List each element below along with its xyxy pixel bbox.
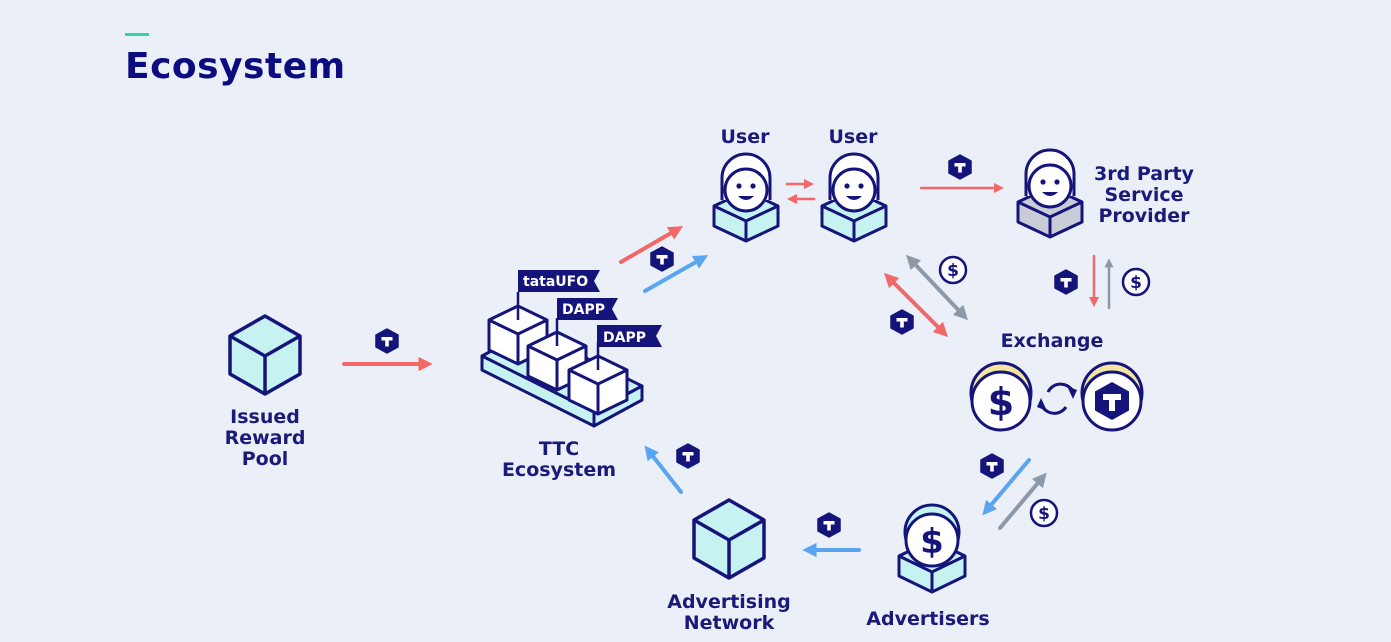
- dollar-coin-icon: [1121, 267, 1151, 297]
- flow-network-to-ecosystem: [644, 443, 700, 494]
- flag-label-tataufo: tataUFO: [523, 274, 588, 290]
- ad-network-label-1: Advertising: [667, 591, 791, 613]
- provider-label-2: Service: [1105, 184, 1184, 206]
- ecosystem-label-2: Ecosystem: [502, 459, 616, 481]
- flow-user-to-provider: [919, 154, 1004, 193]
- svg-text:$: $: [988, 380, 1014, 424]
- user-avatar-icon: [1016, 148, 1084, 239]
- ad-network-label-2: Network: [684, 612, 775, 634]
- reward-pool-label-1: Issued: [230, 406, 300, 428]
- fiat-double-arrow: [906, 254, 968, 321]
- flag-dapp-2: [597, 325, 662, 347]
- provider-label-3: Provider: [1098, 205, 1190, 227]
- node-ttc-ecosystem: tataUFO DAPP DAPP TTC Ecosystem: [480, 270, 662, 481]
- ttc-token-icon: [676, 443, 700, 469]
- flow-provider-exchange: [1054, 254, 1151, 310]
- node-service-provider: 3rd Party Service Provider: [1016, 148, 1195, 239]
- node-ad-network: Advertising Network: [667, 498, 791, 634]
- token-arrow: [619, 226, 683, 264]
- user-avatar-icon: [820, 152, 888, 243]
- dollar-coin-icon: [1029, 498, 1059, 528]
- cube-icon: [228, 314, 302, 396]
- page-title: Ecosystem: [125, 46, 346, 87]
- user-avatar-icon: [712, 152, 780, 243]
- node-reward-pool: Issued Reward Pool: [225, 314, 306, 470]
- ttc-token-icon: [1054, 269, 1078, 295]
- ad-token-arrow: [982, 458, 1031, 516]
- reward-pool-label-2: Reward: [225, 427, 306, 449]
- ttc-token-icon: [890, 309, 914, 335]
- svg-text:$: $: [920, 522, 944, 562]
- node-advertisers: $ Advertisers: [866, 503, 990, 630]
- ad-token-arrow: [643, 255, 709, 293]
- node-exchange: Exchange $: [969, 330, 1144, 432]
- flow-exchange-advertisers: [980, 453, 1059, 530]
- ttc-token-icon: [650, 246, 674, 272]
- user-b-label: User: [829, 126, 879, 148]
- flag-label-dapp-2: DAPP: [603, 330, 646, 346]
- node-user-b: User: [820, 126, 888, 243]
- flow-user-exchange: [883, 254, 968, 338]
- cube-icon: [692, 498, 766, 580]
- dollar-coin-stand-icon: $: [897, 503, 967, 594]
- advertisers-label: Advertisers: [866, 608, 989, 630]
- fiat-arrow: [998, 472, 1047, 530]
- flag-dapp-1: [557, 298, 618, 320]
- reward-pool-label-3: Pool: [242, 448, 289, 470]
- flow-user-to-user: [785, 179, 816, 204]
- ttc-token-icon: [375, 328, 399, 354]
- ecosystem-label-1: TTC: [539, 438, 579, 460]
- ad-token-arrow: [644, 445, 683, 494]
- currency-swap-icon: $: [969, 361, 1144, 432]
- ttc-token-icon: [980, 453, 1004, 479]
- ttc-token-icon: [948, 154, 972, 180]
- title-accent-bar: [125, 33, 149, 36]
- user-a-label: User: [721, 126, 771, 148]
- flag-label-dapp-1: DAPP: [562, 302, 605, 318]
- provider-label-1: 3rd Party: [1094, 163, 1194, 185]
- flow-pool-to-ecosystem: [342, 328, 433, 372]
- platform-blocks-icon: tataUFO DAPP DAPP: [480, 270, 662, 428]
- exchange-label: Exchange: [1001, 330, 1104, 352]
- flow-advertisers-to-network: [802, 512, 861, 558]
- node-user-a: User: [712, 126, 780, 243]
- flow-ecosystem-to-user: [619, 226, 709, 293]
- dollar-coin-icon: [938, 255, 968, 285]
- flag-tatauf0: [518, 270, 600, 292]
- ttc-token-icon: [817, 512, 841, 538]
